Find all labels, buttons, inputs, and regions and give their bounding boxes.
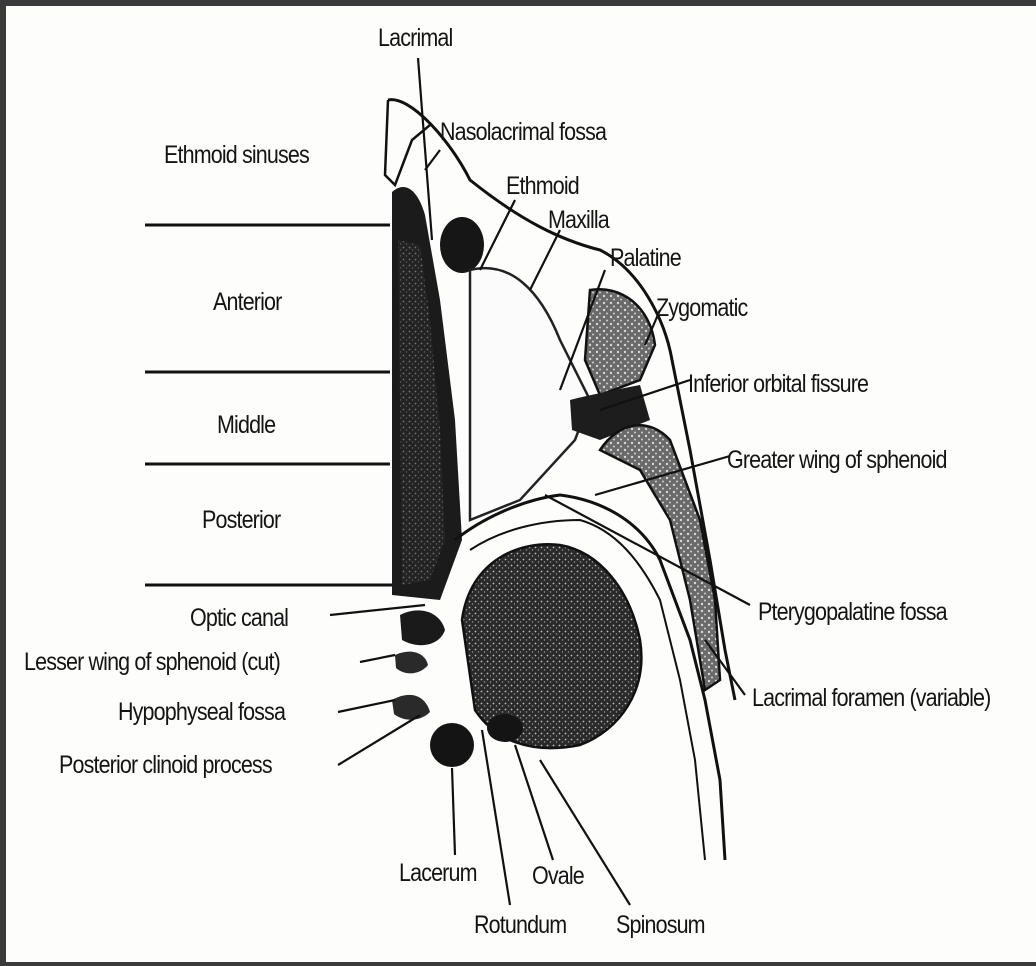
label-pterygopalatine-fossa: Pterygopalatine fossa: [758, 598, 947, 627]
label-lacrimal-foramen: Lacrimal foramen (variable): [752, 684, 990, 713]
label-spinosum: Spinosum: [616, 911, 705, 940]
label-zygomatic: Zygomatic: [656, 294, 747, 323]
label-palatine: Palatine: [610, 244, 681, 273]
orbit-anatomy-drawing: [6, 6, 1036, 962]
label-optic-canal: Optic canal: [190, 604, 288, 633]
label-anterior: Anterior: [213, 288, 281, 317]
label-posterior: Posterior: [202, 506, 280, 535]
label-lesser-wing-of-sphenoid: Lesser wing of sphenoid (cut): [24, 648, 280, 677]
label-ethmoid: Ethmoid: [506, 172, 579, 201]
nasolacrimal-fossa-shape: [440, 217, 484, 273]
label-nasolacrimal-fossa: Nasolacrimal fossa: [440, 118, 606, 147]
label-ethmoid-sinuses: Ethmoid sinuses: [164, 141, 309, 170]
label-greater-wing-of-sphenoid: Greater wing of sphenoid: [727, 446, 947, 475]
zygomatic-region: [585, 289, 655, 395]
label-lacerum: Lacerum: [399, 859, 477, 888]
hypophyseal-fossa-shape: [392, 695, 430, 720]
label-lacrimal: Lacrimal: [378, 24, 452, 53]
foramen-lacerum-shape: [430, 723, 474, 767]
label-rotundum: Rotundum: [474, 911, 566, 940]
diagram-canvas: Lacrimal Nasolacrimal fossa Ethmoid sinu…: [6, 6, 1036, 962]
label-maxilla: Maxilla: [548, 206, 609, 235]
optic-canal-shape: [400, 610, 445, 645]
label-ovale: Ovale: [532, 862, 584, 891]
lesser-wing-shape: [395, 652, 428, 674]
orbital-floor: [470, 268, 590, 520]
label-posterior-clinoid-process: Posterior clinoid process: [59, 751, 272, 780]
label-inferior-orbital-fissure: Inferior orbital fissure: [688, 370, 868, 399]
middle-cranial-fossa: [462, 544, 641, 748]
foramen-ovale-shape: [487, 714, 523, 742]
label-middle: Middle: [217, 411, 275, 440]
label-hypophyseal-fossa: Hypophyseal fossa: [118, 698, 285, 727]
